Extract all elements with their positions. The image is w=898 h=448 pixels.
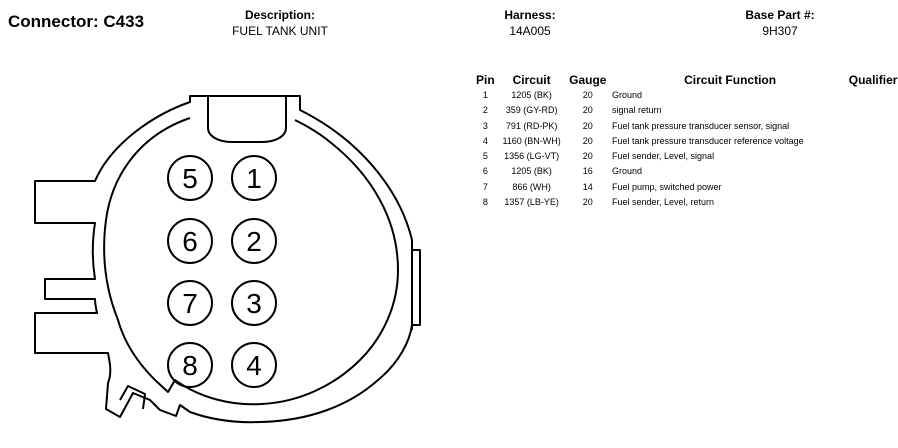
qualifier-cell	[848, 88, 898, 103]
cavity-label-6: 6	[182, 226, 198, 257]
cavity-label-2: 2	[246, 226, 262, 257]
description-value: FUEL TANK UNIT	[232, 24, 328, 38]
pin-cell: 8	[482, 197, 488, 208]
cavity-3	[231, 280, 277, 326]
table-row: 1 1205 (BK) 20 Ground	[473, 88, 898, 103]
pin-cell: 7	[482, 181, 488, 192]
col-pin-header: Pin	[476, 73, 495, 87]
pinout-header-row: Pin Circuit Gauge Circuit Function Quali…	[473, 72, 898, 88]
gauge-cell: 20	[582, 197, 593, 208]
connector-title: Connector: C433	[8, 12, 144, 32]
table-row: 6 1205 (BK) 16 Ground	[473, 164, 898, 179]
top-latch	[207, 96, 287, 143]
table-row: 7 866 (WH) 14 Fuel pump, switched power	[473, 180, 898, 195]
function-cell: Fuel sender, Level, signal	[612, 151, 715, 162]
gauge-cell: 20	[582, 120, 593, 131]
bottom-lock-tab	[119, 385, 146, 410]
circuit-cell: 1205 (BK)	[511, 90, 552, 100]
qualifier-cell	[848, 134, 898, 149]
col-qualifier-header: Qualifier	[848, 73, 898, 87]
cavity-8	[167, 342, 213, 388]
table-row: 2 359 (GY-RD) 20 signal return	[473, 103, 898, 118]
pin-cell: 3	[482, 120, 488, 131]
cavity-7	[167, 280, 213, 326]
cavity-label-4: 4	[246, 350, 262, 381]
description-label: Description:	[244, 8, 315, 22]
function-cell: Ground	[612, 90, 643, 100]
cavity-label-5: 5	[182, 163, 198, 194]
harness-block: Harness: 14A005	[480, 8, 580, 39]
pin-cell: 5	[482, 151, 488, 162]
cavity-6	[167, 218, 213, 264]
qualifier-cell	[848, 149, 898, 164]
function-cell: Fuel pump, switched power	[612, 181, 722, 192]
table-row: 5 1356 (LG-VT) 20 Fuel sender, Level, si…	[473, 149, 898, 164]
function-cell: Fuel tank pressure transducer sensor, si…	[612, 120, 790, 131]
cavity-label-3: 3	[246, 288, 262, 319]
qualifier-cell	[848, 195, 898, 210]
gauge-cell: 20	[582, 135, 593, 146]
circuit-cell: 791 (RD-PK)	[505, 120, 558, 131]
connector-id: C433	[103, 12, 145, 31]
qualifier-cell	[848, 119, 898, 134]
function-cell: Ground	[612, 166, 643, 177]
connector-label: Connector:	[8, 12, 99, 31]
cavity-label-8: 8	[182, 350, 198, 381]
circuit-cell: 866 (WH)	[512, 181, 551, 192]
table-row: 4 1160 (BN-WH) 20 Fuel tank pressure tra…	[473, 134, 898, 149]
qualifier-cell	[848, 180, 898, 195]
base-part-block: Base Part #: 9H307	[730, 8, 830, 39]
col-gauge-header: Gauge	[569, 73, 607, 87]
col-function-header: Circuit Function	[684, 73, 777, 87]
cavity-5	[167, 155, 213, 201]
harness-value: 14A005	[509, 24, 551, 38]
terminal-cavities	[167, 155, 277, 388]
circuit-cell: 359 (GY-RD)	[505, 105, 558, 116]
gauge-cell: 20	[582, 151, 593, 162]
cavity-label-7: 7	[182, 288, 198, 319]
circuit-cell: 1205 (BK)	[511, 166, 552, 177]
circuit-cell: 1356 (LG-VT)	[504, 151, 560, 162]
base-part-label: Base Part #:	[745, 8, 815, 22]
function-cell: Fuel sender, Level, return	[612, 197, 715, 208]
harness-label: Harness:	[504, 8, 556, 22]
gauge-cell: 20	[582, 105, 593, 116]
qualifier-cell	[848, 103, 898, 118]
cavity-2	[231, 218, 277, 264]
circuit-cell: 1357 (LB-YE)	[504, 197, 559, 208]
pinout-table: Pin Circuit Gauge Circuit Function Quali…	[473, 72, 898, 210]
gauge-cell: 16	[582, 166, 593, 177]
qualifier-cell	[848, 164, 898, 179]
table-row: 8 1357 (LB-YE) 20 Fuel sender, Level, re…	[473, 195, 898, 210]
cavity-1	[231, 155, 277, 201]
cavity-4	[231, 342, 277, 388]
gauge-cell: 14	[582, 181, 593, 192]
pin-cell: 4	[482, 135, 488, 146]
connector-housing-outline	[34, 95, 421, 424]
function-cell: Fuel tank pressure transducer reference …	[612, 135, 804, 146]
col-circuit-header: Circuit	[512, 73, 551, 87]
pin-cell: 1	[482, 90, 488, 100]
circuit-cell: 1160 (BN-WH)	[502, 135, 561, 146]
connector-face-diagram: 5 1 6 2 7 3 8 4	[34, 95, 421, 424]
connector-inner-rim	[103, 117, 399, 406]
gauge-cell: 20	[582, 90, 593, 100]
cavity-label-1: 1	[246, 163, 262, 194]
function-cell: signal return	[612, 105, 662, 116]
pin-cell: 2	[482, 105, 488, 116]
base-part-value: 9H307	[762, 24, 798, 38]
description-block: Description: FUEL TANK UNIT	[220, 8, 340, 39]
table-row: 3 791 (RD-PK) 20 Fuel tank pressure tran…	[473, 119, 898, 134]
pin-cell: 6	[482, 166, 488, 177]
